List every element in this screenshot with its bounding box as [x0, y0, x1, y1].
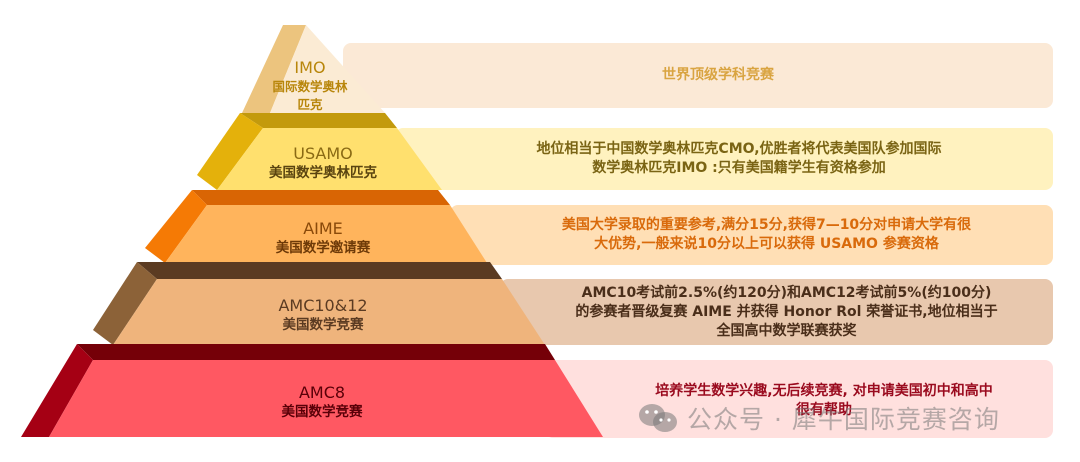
tier-amc8-description-line2: 很有帮助	[795, 402, 852, 418]
tier-aime-side	[145, 190, 207, 263]
tier-aime-name-en: AIME	[303, 219, 343, 238]
tier-amc8-name-zh: 美国数学竞赛	[281, 404, 363, 420]
tier-imo-name-en: IMO	[294, 58, 326, 77]
tier-amc8-name-en: AMC8	[298, 383, 346, 402]
tier-amc8-description-line1: 培养学生数学兴趣,无后续竞赛, 对申请美国初中和高中	[655, 383, 993, 399]
tier-imo-front	[270, 25, 385, 113]
tier-amc8-side	[21, 344, 93, 437]
tier-imo-side	[242, 25, 306, 113]
tier-amc10-12-description-box: AMC10考试前2.5%(约120分)和AMC12考试前5%(约100分) 的参…	[500, 279, 1053, 345]
tier-usamo-side	[197, 113, 263, 190]
tier-aime-description-box: 美国大学录取的重要参考,满分15分,获得7—10分对申请大学有很 大优势,一般来…	[450, 205, 1053, 265]
tier-usamo-name-zh: 美国数学奥林匹克	[269, 165, 377, 181]
tier-usamo-top	[240, 113, 397, 128]
tier-usamo-description-line1: 地位相当于中国数学奥林匹克CMO,优胜者将代表美国队参加国际	[536, 141, 942, 157]
tier-imo-description: 世界顶级学科竞赛	[662, 67, 774, 83]
tier-usamo-front	[217, 128, 442, 190]
tier-usamo-description-line2: 数学奥林匹克IMO :只有美国籍学生有资格参加	[592, 160, 886, 176]
tier-amc8-label: AMC8 美国数学竞赛	[282, 383, 363, 421]
tier-usamo-label: USAMO 美国数学奥林匹克	[269, 144, 377, 182]
tier-aime-name-zh: 美国数学邀请赛	[275, 240, 371, 256]
tier-aime-top	[192, 190, 450, 205]
tier-amc8-top	[77, 344, 555, 360]
tier-amc10-12-name-en: AMC10&12	[278, 296, 368, 315]
tier-amc10-12-description-line1: AMC10考试前2.5%(约120分)和AMC12考试前5%(约100分)	[581, 284, 992, 301]
tier-amc10-12-label: AMC10&12 美国数学竞赛	[278, 296, 367, 334]
tier-amc10-12-front	[113, 279, 545, 345]
tier-imo-name-zh-line1: 国际数学奥林	[272, 79, 348, 94]
tier-usamo-description-box: 地位相当于中国数学奥林匹克CMO,优胜者将代表美国队参加国际 数学奥林匹克IMO…	[395, 128, 1053, 190]
tier-aime-label: AIME 美国数学邀请赛	[276, 219, 371, 257]
tier-amc8-front	[49, 360, 603, 437]
tier-imo-description-box: 世界顶级学科竞赛	[343, 43, 1053, 108]
watermark: 公众号 · 犀牛国际竞赛咨询	[637, 400, 1000, 436]
tier-amc10-12-top	[137, 262, 502, 279]
tier-amc10-12-name-zh: 美国数学竞赛	[282, 317, 364, 333]
tier-imo-label: IMO 国际数学奥林 匹克	[272, 58, 347, 114]
tier-amc10-12-description-line3: 全国高中数学联赛获奖	[716, 322, 857, 339]
tier-amc10-12-side	[93, 262, 157, 345]
tier-imo-name-zh-line2: 匹克	[297, 97, 323, 112]
tier-aime-front	[165, 205, 487, 263]
tier-usamo-name-en: USAMO	[293, 144, 353, 163]
tier-aime-description-line1: 美国大学录取的重要参考,满分15分,获得7—10分对申请大学有很	[561, 217, 972, 233]
tier-amc10-12-description-line2: 的参赛者晋级复赛 AIME 并获得 Honor Rol 荣誉证书,地位相当于	[575, 303, 998, 320]
watermark-text: 公众号 · 犀牛国际竞赛咨询	[687, 405, 1000, 434]
tier-aime-description-line2: 大优势,一般来说10分以上可以获得 USAMO 参赛资格	[594, 236, 939, 252]
tier-amc8-description-box: 培养学生数学兴趣,无后续竞赛, 对申请美国初中和高中 很有帮助	[545, 360, 1053, 438]
wechat-icon	[637, 402, 679, 434]
